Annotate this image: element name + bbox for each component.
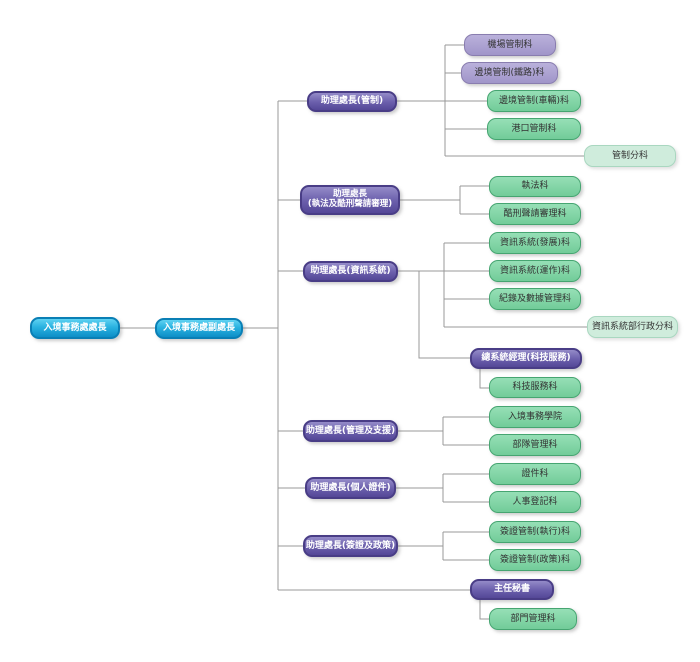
org-node-director: 入境事務處處長 bbox=[30, 317, 120, 339]
org-node-ad-management-support: 助理處長(管理及支援) bbox=[303, 420, 398, 442]
org-node-documents-division: 證件科 bbox=[489, 463, 581, 485]
org-node-ad-visa-policies: 助理處長(簽證及政策) bbox=[303, 535, 398, 557]
org-node-registration-of-persons: 人事登記科 bbox=[489, 491, 581, 513]
org-node-deputy-director: 入境事務處副處長 bbox=[155, 318, 243, 339]
org-node-border-control-railway: 邊境管制(鐵路)科 bbox=[461, 62, 558, 84]
org-node-departmental-administration: 部門管理科 bbox=[489, 608, 577, 630]
org-node-chief-systems-manager: 總系統經理(科技服務) bbox=[470, 348, 582, 369]
org-node-records-data-management: 紀錄及數據管理科 bbox=[489, 288, 581, 310]
org-node-ad-enforcement: 助理處長 (執法及酷刑聲請審理) bbox=[300, 185, 400, 215]
org-node-control-sub-division: 管制分科 bbox=[584, 145, 676, 167]
org-node-info-systems-development: 資訊系統(發展)科 bbox=[489, 232, 581, 254]
org-node-staff-secretary: 主任秘書 bbox=[470, 579, 554, 600]
org-node-border-control-vehicles: 邊境管制(車輛)科 bbox=[487, 90, 581, 112]
org-node-airport-control: 機場管制科 bbox=[464, 34, 556, 56]
org-node-ad-personal-documentation: 助理處長(個人證件) bbox=[305, 477, 396, 499]
org-node-visa-control-policies: 簽證管制(政策)科 bbox=[489, 549, 581, 571]
org-node-ad-control: 助理處長(管制) bbox=[307, 91, 397, 112]
org-node-immigration-service-institute: 入境事務學院 bbox=[489, 406, 581, 428]
org-node-service-management: 部隊管理科 bbox=[489, 434, 581, 456]
org-node-ad-info-systems: 助理處長(資訊系統) bbox=[303, 261, 398, 282]
org-node-info-systems-operations: 資訊系統(運作)科 bbox=[489, 260, 581, 282]
org-node-enforcement-division: 執法科 bbox=[489, 176, 581, 197]
org-node-visa-control-operations: 簽證管制(執行)科 bbox=[489, 521, 581, 543]
org-node-harbour-control: 港口管制科 bbox=[487, 118, 581, 140]
org-node-technology-services: 科技服務科 bbox=[489, 377, 581, 398]
org-node-torture-claim-assessment: 酷刑聲請審理科 bbox=[489, 203, 581, 225]
org-node-info-systems-branch-admin: 資訊系統部行政分科 bbox=[587, 316, 678, 338]
